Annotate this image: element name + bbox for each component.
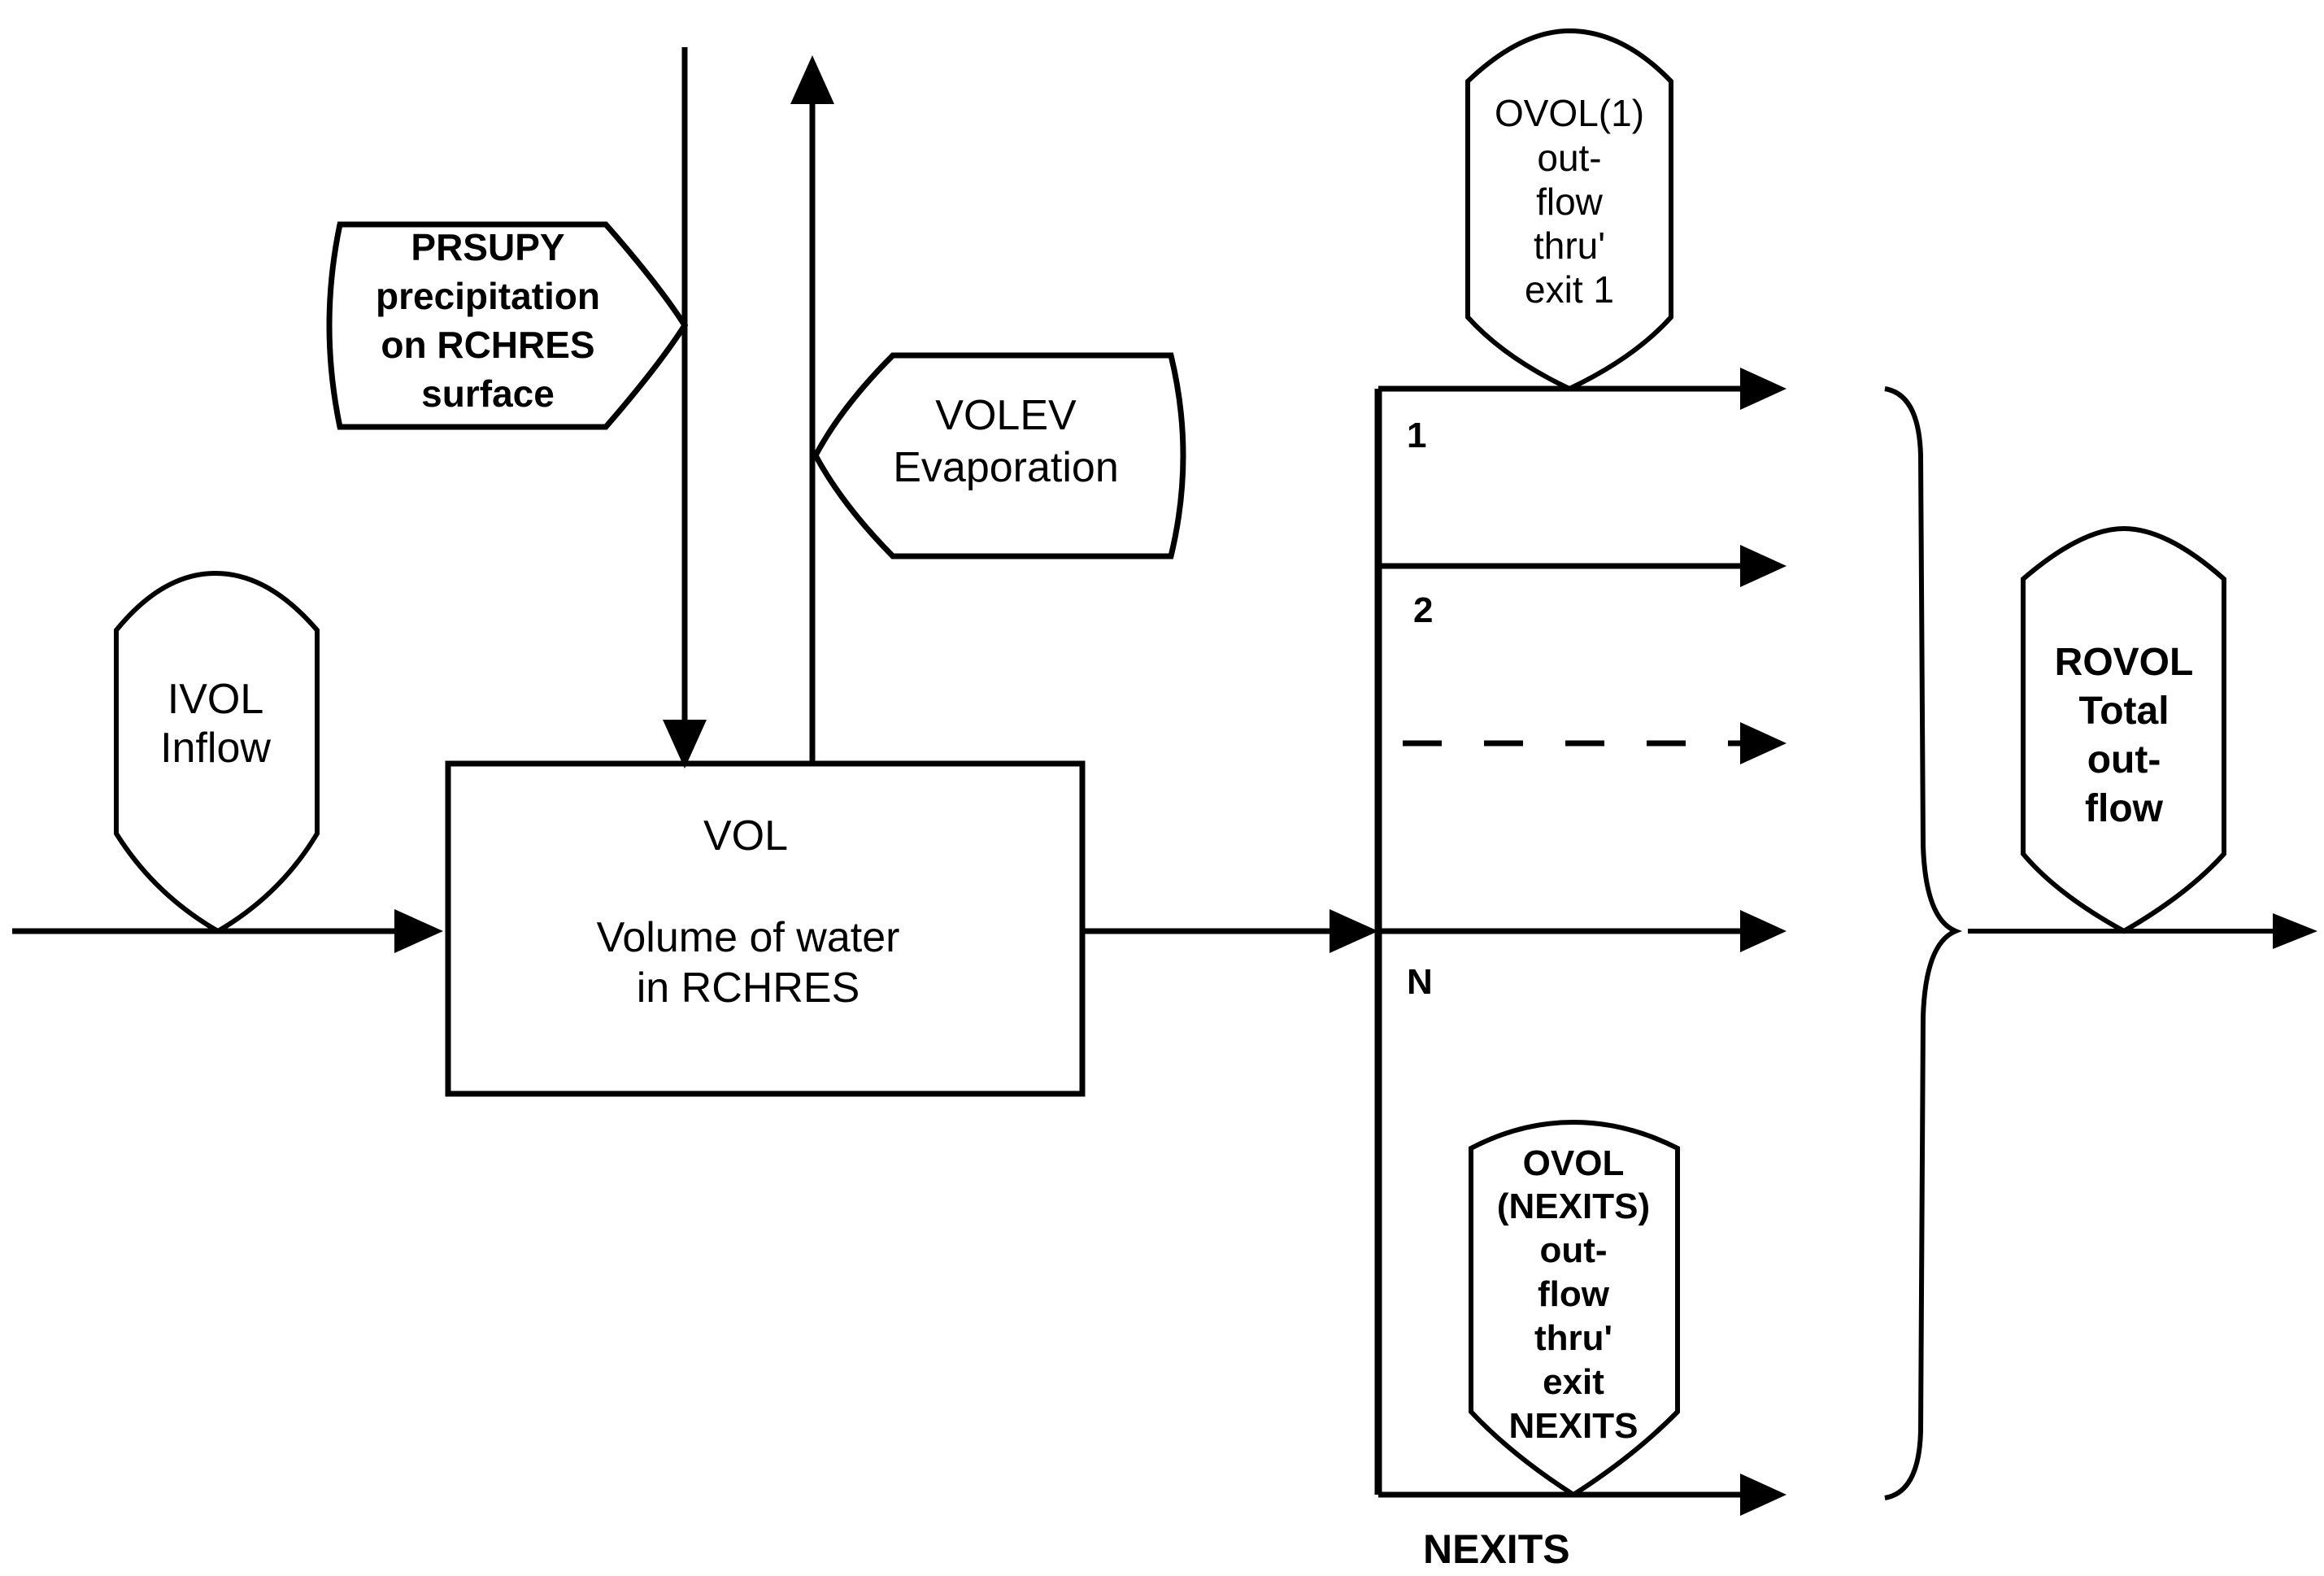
rovol-label: ROVOL (2055, 641, 2194, 684)
ovol-nexits-desc-3: flow (1538, 1274, 1610, 1314)
volev-desc: Evaporation (893, 444, 1119, 491)
ovol1-desc-2: flow (1536, 181, 1604, 223)
ivol-shape (114, 570, 320, 934)
ovol1-desc-1: out- (1537, 137, 1601, 179)
exit-nexits-label: NEXITS (1423, 1526, 1570, 1572)
volev-shape (812, 352, 1186, 559)
ivol-label: IVOL (168, 676, 264, 723)
vol-outflow-arrowhead (1330, 909, 1378, 953)
ovol-nexits-shape (1469, 1119, 1680, 1498)
total-outflow-arrowhead (2273, 913, 2317, 949)
ovol-nexits-label: OVOL (1523, 1143, 1625, 1183)
total-brace (1884, 386, 1962, 1500)
ovol1-desc-4: exit 1 (1525, 268, 1614, 311)
rovol-desc-1: Total (2078, 690, 2169, 733)
prsupy-label: PRSUPY (411, 226, 564, 268)
prsupy-shape (326, 221, 689, 430)
precipitation-arrowhead (663, 720, 707, 768)
exit-1-label: 1 (1407, 416, 1426, 455)
exit-1-arrowhead (1740, 368, 1787, 410)
vol-desc-1: Volume of water (597, 914, 900, 961)
rovol-desc-3: flow (2085, 787, 2164, 830)
evaporation-arrowhead (790, 55, 834, 104)
ovol1-desc-3: thru' (1534, 224, 1605, 267)
volev-label: VOLEV (935, 392, 1077, 439)
rovol-shape (2021, 525, 2226, 934)
exit-n-label: N (1407, 962, 1433, 1002)
ovol1-shape (1465, 28, 1673, 392)
exit-n-arrowhead (1740, 910, 1787, 952)
exit-nexits-arrowhead (1740, 1474, 1787, 1516)
rovol-desc-2: out- (2087, 738, 2161, 781)
prsupy-desc-1: precipitation (376, 275, 600, 317)
exit-2-arrowhead (1740, 545, 1787, 587)
ovol-nexits-desc-4: thru' (1534, 1318, 1612, 1358)
exit-dashed-arrowhead (1740, 722, 1787, 764)
ovol-nexits-desc-6: NEXITS (1509, 1406, 1639, 1446)
ovol-nexits-desc-1: (NEXITS) (1497, 1186, 1650, 1226)
exit-2-label: 2 (1413, 590, 1433, 630)
ovol-nexits-desc-5: exit (1543, 1362, 1604, 1402)
vol-title: VOL (703, 812, 788, 860)
prsupy-desc-3: surface (421, 372, 555, 415)
ovol1-label: OVOL(1) (1495, 92, 1644, 134)
vol-desc-2: in RCHRES (637, 964, 860, 1012)
ivol-desc: Inflow (160, 725, 271, 772)
ovol-nexits-desc-2: out- (1539, 1230, 1607, 1270)
prsupy-desc-2: on RCHRES (381, 324, 594, 366)
inflow-arrowhead (394, 909, 443, 953)
